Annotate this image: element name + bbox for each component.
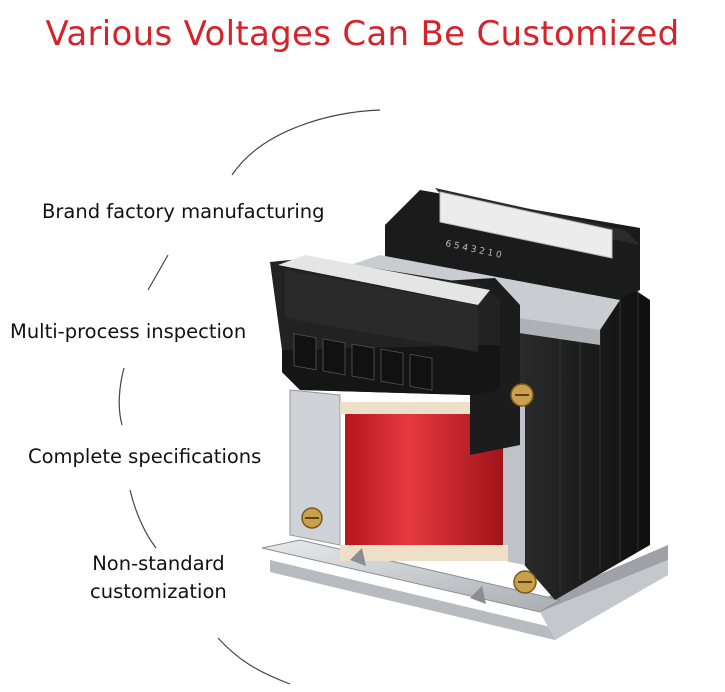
screws [301, 383, 537, 594]
headline: Various Voltages Can Be Customized [45, 14, 680, 54]
feature-non-standard: Non-standard customization [90, 550, 227, 607]
feature-non-standard-line1: Non-standard [92, 552, 225, 575]
lamination-stack [520, 280, 650, 600]
feature-complete-specs: Complete specifications [28, 445, 262, 468]
feature-multi-process: Multi-process inspection [10, 320, 247, 343]
feature-brand-factory: Brand factory manufacturing [42, 200, 325, 223]
red-coil [340, 402, 508, 561]
feature-non-standard-line2: customization [90, 580, 227, 604]
front-terminal-block [278, 255, 490, 391]
